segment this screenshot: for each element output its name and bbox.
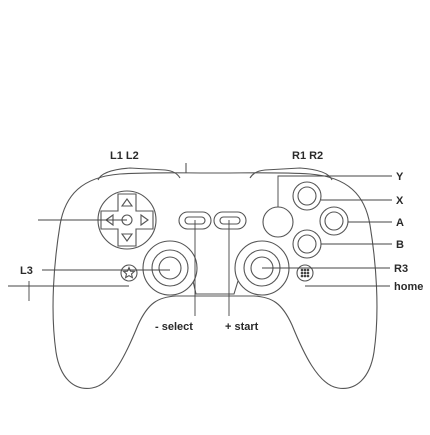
label-start: + start bbox=[225, 321, 259, 333]
a-button-inner bbox=[324, 211, 344, 231]
start-button-inner bbox=[219, 216, 241, 225]
dpad-right-arrow-icon bbox=[140, 213, 149, 227]
label-b: B bbox=[396, 239, 404, 251]
b-button-inner bbox=[297, 234, 317, 254]
left-shoulder-bumper bbox=[97, 167, 181, 181]
dpad-down-arrow-icon bbox=[120, 233, 134, 242]
label-home: home bbox=[394, 281, 423, 293]
label-r1-r2: R1 R2 bbox=[292, 150, 323, 162]
label-x: X bbox=[396, 195, 404, 207]
label-l1-l2: L1 L2 bbox=[110, 150, 139, 162]
dpad-up-arrow-icon bbox=[120, 198, 134, 207]
controller-outline bbox=[52, 172, 378, 389]
label-r3: R3 bbox=[394, 263, 408, 275]
stick-bridge bbox=[192, 280, 239, 295]
home-logo-icon bbox=[300, 268, 310, 278]
y-button[interactable] bbox=[262, 206, 294, 238]
leader-y bbox=[277, 175, 392, 207]
label-select: - select bbox=[155, 321, 193, 333]
label-y: Y bbox=[396, 171, 404, 183]
label-a: A bbox=[396, 217, 404, 229]
left-stick-cap bbox=[158, 256, 182, 280]
right-shoulder-bumper bbox=[249, 167, 333, 181]
label-l3: L3 bbox=[20, 265, 33, 277]
star-icon bbox=[122, 266, 136, 279]
x-button-inner bbox=[297, 186, 317, 206]
